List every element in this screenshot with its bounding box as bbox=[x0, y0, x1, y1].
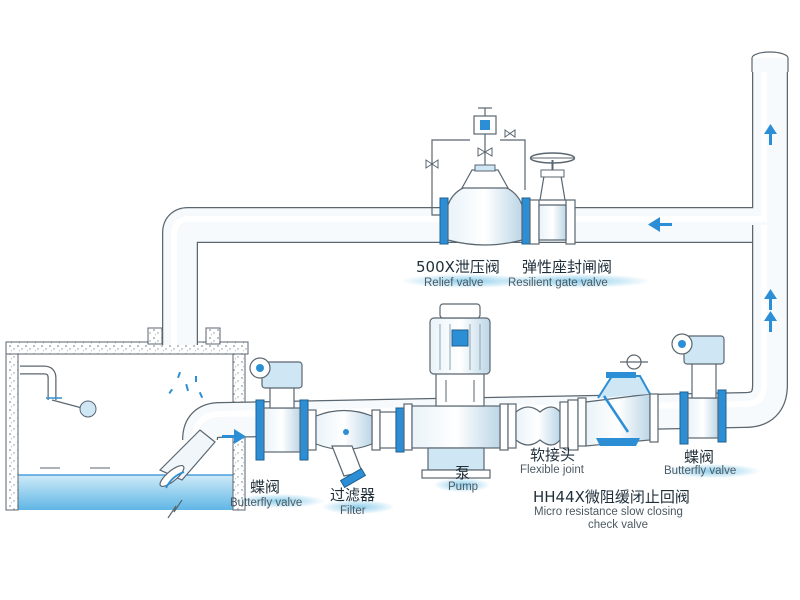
gate-valve-label-cn: 弹性座封闸阀 bbox=[522, 258, 613, 276]
flow-arrow-up-3 bbox=[764, 311, 777, 332]
relief-glow bbox=[402, 274, 532, 288]
return-splash bbox=[168, 371, 204, 399]
gate-valve-label-en: Resilient gate valve bbox=[508, 277, 608, 289]
float-ball bbox=[79, 400, 97, 418]
tank-left-wall bbox=[5, 349, 19, 511]
filter-glow bbox=[322, 500, 394, 514]
check-valve bbox=[577, 354, 659, 447]
vertical-pump bbox=[403, 303, 509, 479]
check-valve-label-en-1: Micro resistance slow closing bbox=[534, 506, 683, 518]
pump-glow bbox=[434, 478, 490, 492]
filter-label-cn: 过滤器 bbox=[330, 486, 376, 504]
butterfly-left-glow bbox=[234, 494, 324, 508]
relief-valve bbox=[425, 107, 531, 246]
flow-arrow-right bbox=[222, 429, 246, 444]
y-strainer bbox=[307, 407, 405, 489]
relief-valve-label-cn: 500X泄压阀 bbox=[416, 258, 500, 276]
tank-water bbox=[18, 475, 233, 510]
butterfly-valve-right bbox=[671, 333, 727, 445]
check-valve-label-cn: HH44X微阻缓闭止回阀 bbox=[533, 488, 690, 506]
flow-arrow-up-2 bbox=[764, 289, 777, 310]
butterfly-right-glow bbox=[664, 464, 760, 478]
flexible-joint-label-cn: 软接头 bbox=[530, 446, 576, 464]
water-tank bbox=[5, 327, 249, 519]
flexible-joint-label-en: Flexible joint bbox=[520, 464, 584, 476]
flexible-joint bbox=[507, 399, 579, 451]
butterfly-right-label-cn: 蝶阀 bbox=[684, 448, 715, 466]
butterfly-right-label-en: Butterfly valve bbox=[664, 465, 737, 477]
gate-glow bbox=[500, 274, 650, 288]
flow-arrows bbox=[222, 124, 777, 444]
pump-label-cn: 泵 bbox=[455, 464, 471, 482]
filter-label-en: Filter bbox=[340, 505, 366, 517]
flow-arrow-up-1 bbox=[764, 124, 777, 145]
needle-valve-icon bbox=[425, 159, 439, 169]
gate-valve bbox=[529, 152, 576, 245]
relief-valve-label-en: Relief valve bbox=[424, 277, 484, 289]
butterfly-left-label-en: Butterfly valve bbox=[230, 497, 303, 509]
flow-arrow-left bbox=[648, 217, 672, 232]
check-valve-label-en-2: check valve bbox=[588, 519, 649, 531]
butterfly-valve-left bbox=[249, 357, 309, 461]
return-pipe bbox=[162, 51, 789, 345]
pump-label-en: Pump bbox=[448, 481, 479, 493]
pump-casing bbox=[411, 405, 501, 449]
supply-pipe bbox=[158, 225, 788, 489]
butterfly-left-label-cn: 蝶阀 bbox=[250, 478, 281, 496]
